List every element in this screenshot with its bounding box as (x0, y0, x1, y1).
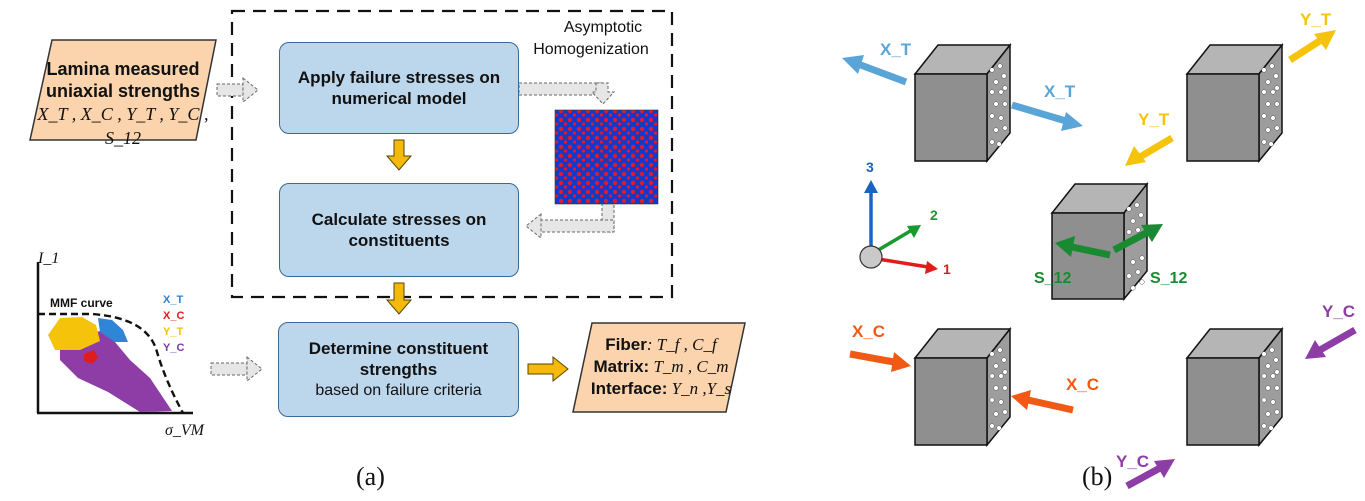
label-s12-right: S_12 (1150, 270, 1188, 287)
mmf-curve (38, 312, 185, 414)
yellow-arrow-output (527, 355, 569, 383)
gray-arrow-input (216, 76, 259, 104)
region-yt (48, 317, 100, 350)
fiber-values: : T_f , C_f (646, 335, 717, 354)
interface-label: Interface: (590, 379, 668, 398)
arrow-s12-side (1112, 224, 1163, 254)
step-determine-strengths: Determine constituent strengths based on… (278, 322, 519, 417)
gray-arrow-plot (210, 355, 263, 383)
step-apply-line-2: numerical model (331, 89, 467, 108)
input-parallelogram (29, 39, 217, 141)
region-xc (84, 350, 98, 364)
interface-values: Y_n ,Y_s (667, 379, 732, 398)
step-apply-failure-stresses: Apply failure stresses on numerical mode… (279, 42, 519, 134)
coordinate-triad (859, 180, 938, 274)
arrow-xt-left (842, 55, 908, 86)
label-yc-top: Y_C (1322, 302, 1356, 321)
step-determine-line-1: Determine constituent (308, 339, 489, 358)
label-s12-left: S_12 (1034, 270, 1072, 287)
cube-center (1050, 181, 1149, 302)
arrow-yt-up (1288, 30, 1336, 63)
input-label: Lamina measured uniaxial strengths X_T ,… (34, 58, 212, 150)
cube-top-right (1185, 42, 1284, 164)
step-determine-line-3: based on failure criteria (315, 382, 482, 399)
plot-legend: X_T X_C Y_T Y_C (163, 292, 184, 356)
arrow-xc-left (849, 350, 911, 372)
input-line-2: uniaxial strengths (45, 81, 201, 101)
label-xt-left: X_T (880, 40, 912, 59)
axis-label-2: 2 (930, 207, 938, 223)
homogenization-label: Asymptotic Homogenization (510, 17, 672, 61)
arrow-xt-right (1011, 101, 1083, 131)
label-xc-right: X_C (1066, 375, 1100, 394)
axis-label-3: 3 (866, 159, 874, 175)
failure-envelope-plot (36, 262, 193, 415)
caption-b: (b) (1082, 462, 1113, 491)
step-determine-line-2: strengths (359, 360, 438, 379)
fiber-label: Fiber (605, 335, 647, 354)
label-yt-top: Y_T (1300, 10, 1332, 29)
output-parallelogram (572, 322, 746, 413)
yellow-arrow-apply-calc (385, 139, 413, 171)
region-xt (98, 318, 128, 342)
yellow-arrow-calc-determine (385, 282, 413, 315)
arrow-s12-face (1055, 236, 1111, 259)
legend-xt: X_T (163, 294, 184, 306)
output-label: Fiber: T_f , C_f Matrix: T_m , C_m Inter… (586, 334, 736, 400)
step-calculate-stresses: Calculate stresses on constituents (279, 183, 519, 277)
cube-bottom-right (1185, 326, 1284, 448)
input-line-1: Lamina measured (46, 59, 200, 79)
step-calc-line-2: constituents (348, 231, 450, 250)
cube-top-left (913, 42, 1012, 164)
legend-yc: Y_C (163, 342, 185, 354)
gray-arrow-from-rve (525, 201, 615, 240)
axis-label-1: 1 (943, 261, 951, 277)
homog-line-1: Asymptotic (563, 19, 643, 36)
mmf-curve-label: MMF curve (50, 296, 113, 310)
homog-line-2: Homogenization (533, 41, 649, 58)
arrow-yc-bottom (1125, 459, 1175, 490)
input-line-3: X_T , X_C , Y_T , Y_C , S_12 (37, 104, 209, 148)
label-xt-right: X_T (1044, 82, 1076, 101)
legend-yt: Y_T (163, 326, 184, 338)
arrow-yc-top (1305, 326, 1357, 359)
label-xc-left: X_C (852, 322, 886, 341)
legend-xc: X_C (163, 310, 185, 322)
arrow-xc-right (1011, 390, 1074, 414)
arrow-yt-down (1125, 134, 1174, 166)
gray-arrow-to-rve (518, 82, 616, 105)
step-calc-line-1: Calculate stresses on (311, 210, 487, 229)
matrix-values: T_m , C_m (649, 357, 729, 376)
homogenization-boundary (230, 9, 674, 299)
label-yc-bottom: Y_C (1116, 452, 1150, 471)
caption-a: (a) (356, 462, 385, 491)
rve-microstructure-image (554, 109, 659, 205)
plot-x-axis-label: σ_VM (165, 422, 204, 439)
step-apply-line-1: Apply failure stresses on (297, 68, 501, 87)
plot-y-axis-label: I_1 (38, 250, 60, 267)
matrix-label: Matrix: (593, 357, 650, 376)
cube-bottom-left (913, 326, 1012, 448)
region-yc (60, 330, 172, 412)
label-yt-bottom: Y_T (1138, 110, 1170, 129)
